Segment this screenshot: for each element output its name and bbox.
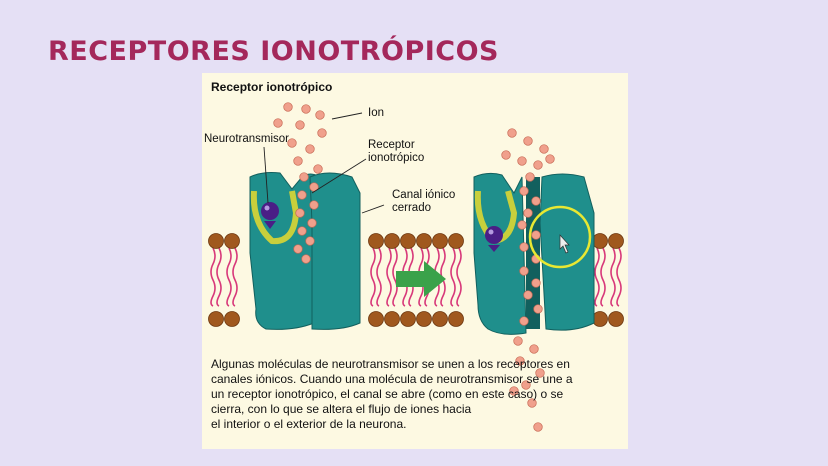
ion-particle <box>519 316 529 326</box>
ion-particle <box>517 220 527 230</box>
lipid-heads <box>208 233 624 327</box>
transition-arrow <box>396 261 446 297</box>
lipid-tail <box>616 247 622 307</box>
lipid-head <box>384 233 400 249</box>
ion-particle <box>287 138 297 148</box>
ion-particle <box>293 156 303 166</box>
neurotransmitter-left <box>261 202 279 229</box>
ion-particle <box>521 380 531 390</box>
ion-particle <box>533 160 543 170</box>
lipid-tail <box>450 247 456 307</box>
lipid-head <box>224 233 240 249</box>
label-neurotransmitter: Neurotransmisor <box>204 133 289 145</box>
lipid-head <box>592 233 608 249</box>
lipid-head <box>608 311 624 327</box>
lipid-head <box>448 311 464 327</box>
lipid-head <box>208 233 224 249</box>
ion-particle <box>295 208 305 218</box>
ion-particle <box>539 144 549 154</box>
ion-particle <box>297 226 307 236</box>
lipid-tail <box>594 247 600 307</box>
ion-particle <box>517 156 527 166</box>
figure-caption: Algunas moléculas de neurotransmisor se … <box>211 357 573 431</box>
lipid-head <box>416 311 432 327</box>
lipid-tail <box>216 247 222 307</box>
cursor-icon <box>559 234 570 254</box>
ion-particle <box>283 102 293 112</box>
ion-particle <box>509 386 519 396</box>
neurotransmitter-right <box>485 226 503 252</box>
ion-particle <box>317 128 327 138</box>
lipid-head <box>416 233 432 249</box>
lipid-head <box>432 311 448 327</box>
ion-particle <box>545 154 555 164</box>
ion-particle <box>529 344 539 354</box>
lipid-head <box>368 233 384 249</box>
ion-particle <box>313 164 323 174</box>
lipid-head <box>384 311 400 327</box>
ion-particle <box>531 196 541 206</box>
lipid-tail <box>210 247 216 307</box>
binding-site-left <box>250 190 300 245</box>
ion-particle <box>295 120 305 130</box>
ion-particle <box>299 172 309 182</box>
lipid-tail <box>600 247 606 307</box>
lipid-tail <box>456 247 462 307</box>
lipid-head <box>400 233 416 249</box>
ion-particle <box>533 304 543 314</box>
ion-particle <box>293 244 303 254</box>
ion-particle <box>515 356 525 366</box>
ion-particle <box>315 110 325 120</box>
ions <box>273 102 555 432</box>
ion-particle <box>507 128 517 138</box>
label-ion: Ion <box>368 107 384 119</box>
ion-particle <box>309 200 319 210</box>
lipid-tail <box>376 247 382 307</box>
lipid-tail <box>370 247 376 307</box>
lipid-tail <box>392 247 398 307</box>
lipid-head <box>432 233 448 249</box>
lipid-head <box>608 233 624 249</box>
lipid-tail <box>386 247 392 307</box>
highlight-circle <box>528 205 592 269</box>
ion-particle <box>523 208 533 218</box>
ion-particle <box>513 336 523 346</box>
ion-particle <box>531 230 541 240</box>
ion-particle <box>305 144 315 154</box>
ion-particle <box>273 118 283 128</box>
ion-particle <box>533 422 543 432</box>
lipid-head <box>224 311 240 327</box>
membrane-diagram <box>208 102 624 432</box>
ion-particle <box>531 278 541 288</box>
lipid-tail <box>232 247 238 307</box>
ion-particle <box>301 254 311 264</box>
figure-heading: Receptor ionotrópico <box>211 80 333 94</box>
ion-particle <box>519 242 529 252</box>
lipid-head <box>592 311 608 327</box>
ion-particle <box>501 150 511 160</box>
label-channel: Canal iónico cerrado <box>392 189 456 214</box>
ion-particle <box>305 236 315 246</box>
lipid-head <box>368 311 384 327</box>
ion-particle <box>523 136 533 146</box>
slide-title: RECEPTORES IONOTRÓPICOS <box>48 36 499 67</box>
ion-particle <box>527 398 537 408</box>
ion-particle <box>523 290 533 300</box>
lipid-tail <box>226 247 232 307</box>
ion-particle <box>519 266 529 276</box>
ion-particle <box>525 172 535 182</box>
lipid-head <box>208 311 224 327</box>
lipid-head <box>448 233 464 249</box>
ion-particle <box>519 186 529 196</box>
ion-particle <box>297 190 307 200</box>
ion-particle <box>307 218 317 228</box>
label-receptor: Receptor ionotrópico <box>368 139 425 164</box>
lipid-head <box>400 311 416 327</box>
lipid-tail <box>610 247 616 307</box>
ionotropic-receptor-figure: Receptor ionotrópico Ion Neurotransmisor… <box>202 73 628 449</box>
leader-lines <box>263 112 385 214</box>
ion-particle <box>535 368 545 378</box>
ion-particle <box>301 104 311 114</box>
